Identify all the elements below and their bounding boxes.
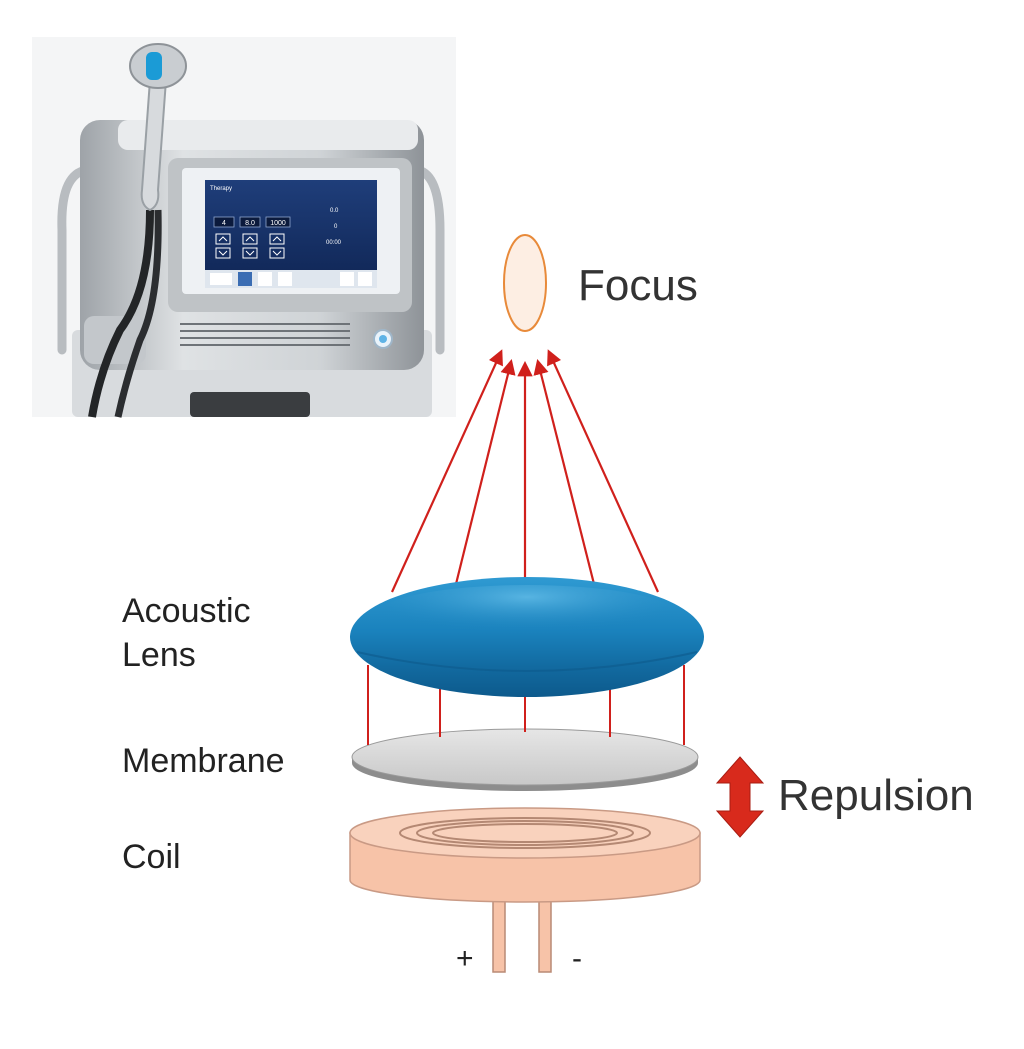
wave-arrow <box>390 349 503 593</box>
membrane-label: Membrane <box>122 742 285 780</box>
screen-value-3: 1000 <box>270 220 286 227</box>
terminal-minus-label: - <box>572 942 582 975</box>
screen-tab <box>278 272 292 286</box>
screen-tab <box>210 273 232 285</box>
coil-label: Coil <box>122 838 181 876</box>
coil-winding <box>399 817 651 849</box>
double-headed-arrow-icon <box>715 756 765 838</box>
handpiece <box>140 79 168 212</box>
acoustic-lens-label-line2: Lens <box>122 636 196 674</box>
device-top <box>118 120 418 150</box>
membrane <box>351 728 699 791</box>
screen-arrow-buttons <box>215 233 285 259</box>
coil-terminal-positive <box>492 899 506 973</box>
coil-winding <box>416 820 634 846</box>
device-drawer <box>190 392 310 417</box>
handpiece-button <box>146 52 162 80</box>
lens-highlight <box>377 585 677 645</box>
screen-readout-3: 00:00 <box>326 240 342 246</box>
screen-readout-1: 0.0 <box>330 208 339 214</box>
screen-value-1: 4 <box>222 220 226 227</box>
handpiece-cable <box>88 209 154 418</box>
screen-value-2: 8.0 <box>245 220 255 227</box>
coil-winding <box>432 823 618 843</box>
terminal-plus-label: + <box>456 942 474 975</box>
membrane-edge <box>352 757 698 791</box>
wave-arrow <box>547 349 660 593</box>
acoustic-lens-label-line1: Acoustic <box>122 592 251 630</box>
repulsion-arrow-icon <box>715 756 765 838</box>
screen-tab <box>358 272 372 286</box>
shockwave-arrows <box>390 349 660 593</box>
coil-top <box>349 807 701 859</box>
lens-rim <box>356 651 698 672</box>
screen-tab <box>340 272 354 286</box>
repulsion-label: Repulsion <box>778 771 974 820</box>
acoustic-lens <box>350 577 704 697</box>
focus-label: Focus <box>578 261 698 310</box>
screen-tab <box>258 272 272 286</box>
wave-arrow <box>533 359 596 585</box>
membrane-disc <box>351 728 699 786</box>
screen-value-box <box>239 216 261 228</box>
screen-readout-2: 0 <box>334 224 338 230</box>
screen-header: Therapy <box>210 186 232 192</box>
coil-terminal-negative <box>538 899 552 973</box>
device-vents <box>180 323 350 346</box>
screen-value-box <box>265 216 291 228</box>
wave-arrow <box>454 359 516 585</box>
focus-zone <box>503 234 547 332</box>
screen-tab-active <box>238 272 252 286</box>
device-photo: Therapy 4 8.0 1000 0.0 0 00:00 <box>32 37 456 418</box>
handpiece-cable <box>114 209 162 418</box>
coil <box>349 807 701 973</box>
screen-value-box <box>213 216 235 228</box>
power-light <box>379 335 387 343</box>
